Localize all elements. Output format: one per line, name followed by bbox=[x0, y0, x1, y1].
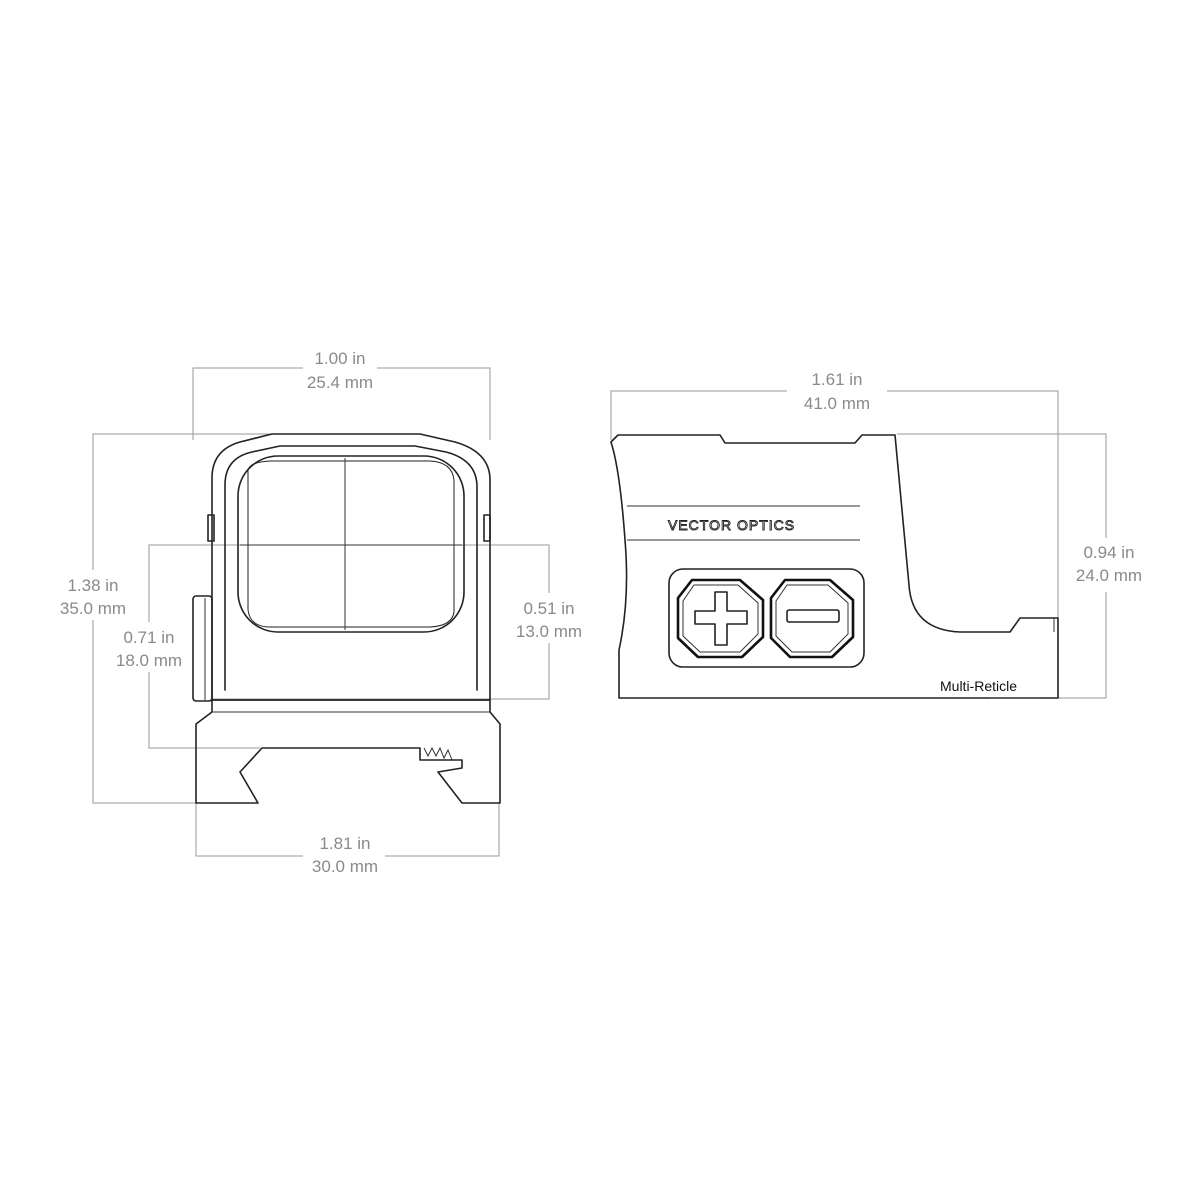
side-body: VECTOR OPTICS Multi-Reticle bbox=[610, 434, 1059, 699]
minus-button[interactable] bbox=[769, 578, 855, 659]
base-width-mm: 30.0 mm bbox=[312, 857, 378, 876]
front-view: 1.00 in 25.4 mm 1.38 in 35.0 mm 0.71 in … bbox=[60, 349, 582, 876]
model-label: Multi-Reticle bbox=[940, 678, 1017, 694]
dim-axis-height: 0.71 in 18.0 mm bbox=[116, 544, 345, 749]
side-view: 1.61 in 41.0 mm 0.94 in 24.0 mm VECTOR O… bbox=[610, 370, 1142, 699]
dim-window: 0.51 in 13.0 mm bbox=[212, 544, 582, 700]
minus-icon bbox=[786, 609, 840, 623]
picatinny-mount bbox=[195, 699, 501, 804]
plus-button[interactable] bbox=[676, 578, 765, 659]
base-width-in: 1.81 in bbox=[319, 834, 370, 853]
side-height-in: 0.94 in bbox=[1083, 543, 1134, 562]
right-tab bbox=[483, 514, 491, 542]
mount-serration bbox=[423, 746, 453, 761]
dim-base-width: 1.81 in 30.0 mm bbox=[195, 803, 500, 876]
front-width-in: 1.00 in bbox=[314, 349, 365, 368]
plus-icon bbox=[694, 591, 748, 646]
dim-side-length: 1.61 in 41.0 mm bbox=[610, 370, 1059, 620]
axis-height-in: 0.71 in bbox=[123, 628, 174, 647]
front-height-mm: 35.0 mm bbox=[60, 599, 126, 618]
window-in: 0.51 in bbox=[523, 599, 574, 618]
brand-logo: VECTOR OPTICS bbox=[668, 517, 795, 533]
window-mm: 13.0 mm bbox=[516, 622, 582, 641]
front-body bbox=[192, 433, 501, 804]
side-knob bbox=[192, 595, 213, 702]
dim-side-height: 0.94 in 24.0 mm bbox=[897, 433, 1142, 699]
left-tab bbox=[207, 514, 215, 542]
front-height-in: 1.38 in bbox=[67, 576, 118, 595]
dim-front-height: 1.38 in 35.0 mm bbox=[60, 433, 420, 804]
lens-window bbox=[237, 455, 465, 633]
side-height-mm: 24.0 mm bbox=[1076, 566, 1142, 585]
axis-height-mm: 18.0 mm bbox=[116, 651, 182, 670]
side-length-mm: 41.0 mm bbox=[804, 394, 870, 413]
front-width-mm: 25.4 mm bbox=[307, 373, 373, 392]
button-pad bbox=[668, 568, 865, 668]
dim-front-width: 1.00 in 25.4 mm bbox=[192, 349, 491, 440]
side-length-in: 1.61 in bbox=[811, 370, 862, 389]
